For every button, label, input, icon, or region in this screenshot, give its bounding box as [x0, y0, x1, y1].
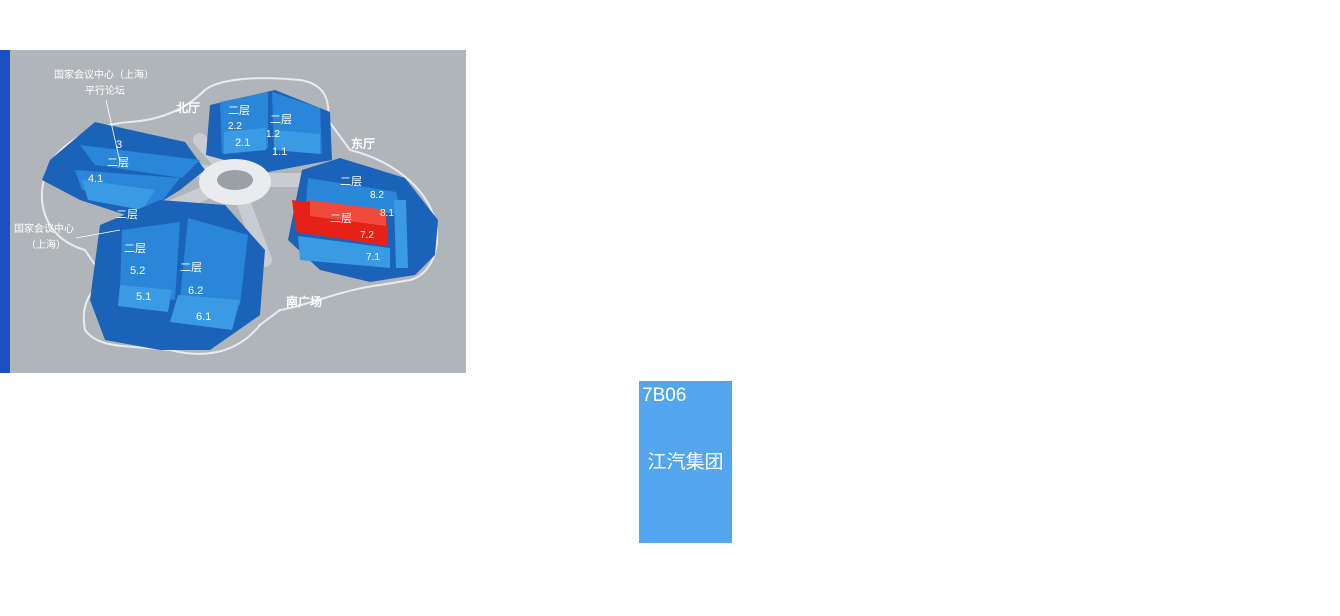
hall-number-7-2: 7.2 [360, 230, 374, 241]
label-ncc-forum-line2: 平行论坛 [85, 84, 125, 97]
hall-number-5-2: 5.2 [130, 265, 145, 277]
label-ncc-line2: （上海） [26, 238, 66, 251]
hall-number-3: 3 [116, 139, 122, 151]
venue-map[interactable]: 国家会议中心（上海） 平行论坛 北厅 东厅 国家会议中心 （上海） 南广场 二层… [10, 50, 466, 373]
hall-number-2-1: 2.1 [235, 137, 250, 149]
hall-number-1-1: 1.1 [272, 146, 287, 158]
label-north-hall: 北厅 [176, 100, 200, 115]
hall-number-5-1: 5.1 [136, 291, 151, 303]
booth-7b06[interactable]: 7B06 江汽集团 [637, 381, 734, 543]
hall-group-east [288, 158, 438, 282]
label-second-floor: 二层 [340, 175, 362, 188]
label-second-floor: 二层 [228, 104, 250, 117]
booth-exhibitor-name: 江汽集团 [647, 452, 724, 473]
hall-number-2-2: 2.2 [228, 121, 242, 132]
hall-number-7-1: 7.1 [366, 252, 380, 263]
booth-code: 7B06 [642, 385, 687, 406]
hall-number-6-2: 6.2 [188, 285, 203, 297]
hall-group-south [90, 200, 265, 350]
hall-number-8-1: 8.1 [380, 208, 394, 219]
label-second-floor: 二层 [124, 242, 146, 255]
label-east-hall: 东厅 [351, 136, 375, 151]
hall-group-north [206, 90, 332, 172]
label-second-floor: 二层 [180, 261, 202, 274]
accent-bar [0, 50, 10, 373]
venue-map-graphic: 国家会议中心（上海） 平行论坛 北厅 东厅 国家会议中心 （上海） 南广场 二层… [14, 68, 438, 355]
label-south-plaza: 南广场 [286, 294, 322, 309]
label-second-floor: 二层 [330, 212, 352, 225]
label-ncc-line1: 国家会议中心 [14, 222, 74, 235]
hall-group-west [42, 122, 205, 218]
label-second-floor: 二层 [116, 208, 138, 221]
hall-number-4-1: 4.1 [88, 173, 103, 185]
label-second-floor: 二层 [107, 156, 129, 169]
label-second-floor: 二层 [270, 113, 292, 126]
hall-number-8-2: 8.2 [370, 190, 384, 201]
label-ncc-forum-line1: 国家会议中心（上海） [54, 68, 154, 81]
hall-number-1-2: 1.2 [266, 129, 280, 140]
hall-number-6-1: 6.1 [196, 311, 211, 323]
